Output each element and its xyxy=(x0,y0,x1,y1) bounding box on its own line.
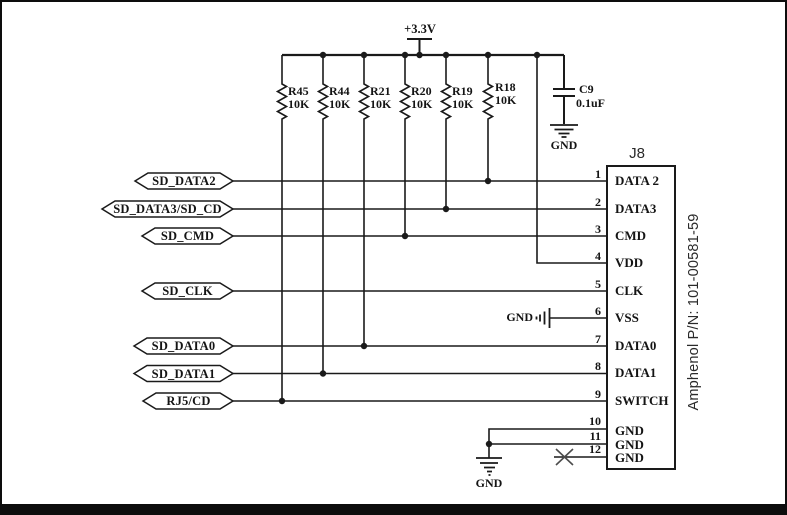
net-label-sd-data3: SD_DATA3/SD_CD xyxy=(113,202,222,216)
net-flag-sd-data2 xyxy=(133,172,235,190)
bottom-ground-symbol xyxy=(476,457,502,476)
resistor-value-r20: 10K xyxy=(411,97,433,111)
pin-name-vdd: VDD xyxy=(615,255,644,270)
resistor-R44-symbol xyxy=(316,55,330,374)
pin-number-6: 6 xyxy=(595,304,601,318)
pin-number-11: 11 xyxy=(589,429,601,443)
wire-vdd xyxy=(536,55,607,264)
no-connect-x-icon xyxy=(555,448,574,466)
resistor-value-r19: 10K xyxy=(452,97,474,111)
pin-name-clk: CLK xyxy=(615,283,644,298)
pin-number-8: 8 xyxy=(595,359,601,373)
net-flag-sd-cmd xyxy=(140,227,235,245)
resistor-ref-r20: R20 xyxy=(411,84,432,98)
resistor-ref-r44: R44 xyxy=(329,84,350,98)
capacitor-value: 0.1uF xyxy=(576,96,606,110)
resistor-R21-symbol xyxy=(357,55,371,346)
page-bottom-border xyxy=(2,504,785,513)
vss-gnd-label: GND xyxy=(506,310,533,324)
resistor-R20-symbol xyxy=(398,55,412,236)
pin-name-gnd-11: GND xyxy=(615,436,644,452)
pin-number-9: 9 xyxy=(595,387,601,401)
net-label-sd-data2: SD_DATA2 xyxy=(152,174,216,188)
net-flag-sd-clk xyxy=(140,282,235,300)
net-flag-sd-data3 xyxy=(100,200,235,218)
pin-name-vss: VSS xyxy=(615,310,639,325)
net-label-sd-cmd: SD_CMD xyxy=(160,229,215,243)
resistor-R19-symbol xyxy=(439,55,453,209)
junction-dots xyxy=(278,51,541,448)
net-label-sd-data0: SD_DATA0 xyxy=(151,339,216,353)
resistor-ref-r45: R45 xyxy=(288,84,309,98)
pin-number-2: 2 xyxy=(595,195,601,209)
resistor-value-r44: 10K xyxy=(329,97,351,111)
pin-name-cmd: CMD xyxy=(615,228,647,243)
pin-name-switch: SWITCH xyxy=(615,393,669,408)
resistor-R45-symbol xyxy=(275,55,289,401)
resistor-ref-r18: R18 xyxy=(495,80,516,94)
cap-gnd-label: GND xyxy=(550,138,578,152)
connector-box xyxy=(606,165,676,470)
pin-name-gnd-12: GND xyxy=(615,450,644,465)
resistor-value-r18: 10K xyxy=(495,93,517,107)
capacitor-C9-symbol xyxy=(553,55,575,124)
net-label-rj5-cd: RJ5/CD xyxy=(166,394,211,408)
vss-ground-symbol xyxy=(535,308,551,328)
resistor-value-r45: 10K xyxy=(288,97,310,111)
pin-number-12: 12 xyxy=(589,442,601,456)
connector-ref: J8 xyxy=(629,145,645,162)
capacitor-ref: C9 xyxy=(579,82,594,96)
resistor-R18-symbol xyxy=(481,55,495,181)
connector-part-number: Amphenol P/N: 101-00581-59 xyxy=(686,213,702,411)
pin-name-gnd-10: GND xyxy=(615,423,644,438)
resistor-ref-r19: R19 xyxy=(452,84,473,98)
pin-name-data3: DATA3 xyxy=(615,201,657,216)
pin-number-3: 3 xyxy=(595,222,601,236)
pin-name-data2: DATA 2 xyxy=(615,173,659,188)
pin-number-10: 10 xyxy=(589,414,601,428)
pin-number-5: 5 xyxy=(595,277,601,291)
net-label-sd-clk: SD_CLK xyxy=(162,284,213,298)
resistor-ref-r21: R21 xyxy=(370,84,391,98)
pin-name-data0: DATA0 xyxy=(615,338,657,353)
pin-number-1: 1 xyxy=(595,167,601,181)
net-flag-sd-data1 xyxy=(132,364,235,383)
bottom-gnd-label: GND xyxy=(475,476,503,490)
net-flag-rj5-cd xyxy=(141,392,235,410)
cap-ground-symbol xyxy=(550,124,578,138)
net-label-sd-data1: SD_DATA1 xyxy=(151,366,216,381)
pin-number-7: 7 xyxy=(595,332,601,346)
net-flag-sd-data0 xyxy=(132,337,235,355)
resistor-value-r21: 10K xyxy=(370,97,392,111)
pin-number-4: 4 xyxy=(595,249,601,263)
pin-name-data1: DATA1 xyxy=(615,365,657,380)
power-net-label: +3.3V xyxy=(404,22,436,36)
